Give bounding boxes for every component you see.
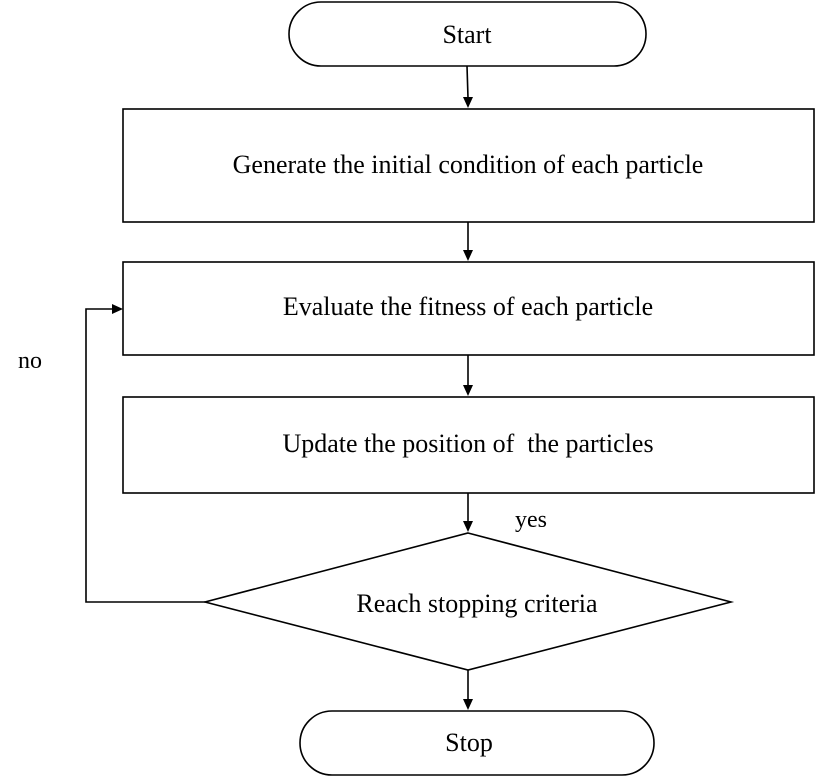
edge-update-to-decision: yes	[463, 493, 547, 533]
edge-start-to-generate-line	[466, 65, 469, 99]
edge-start-to-generate	[463, 65, 473, 108]
start-node: Start	[288, 1, 647, 67]
edge-generate-to-evaluate	[463, 222, 473, 261]
edge-evaluate-to-update	[463, 355, 473, 396]
edge-update-to-decision-arrowhead	[463, 521, 473, 532]
edge-decision-to-evaluate: no	[18, 304, 205, 603]
edge-yes-label: yes	[515, 507, 547, 533]
update-node: Update the position of the particles	[122, 396, 815, 494]
edge-no-label: no	[18, 348, 42, 374]
edge-decision-to-evaluate-arrowhead	[112, 304, 123, 314]
update-node-label: Update the position of the particles	[282, 429, 653, 458]
edge-generate-to-evaluate-arrowhead	[463, 250, 473, 261]
generate-node-shape	[122, 108, 815, 223]
edge-decision-to-stop	[463, 670, 473, 710]
edge-decision-to-stop-arrowhead	[463, 699, 473, 710]
evaluate-node-label: Evaluate the fitness of each particle	[283, 292, 653, 321]
stop-node-label: Stop	[445, 728, 493, 757]
stop-node-shape	[299, 710, 655, 776]
stop-node: Stop	[299, 710, 655, 776]
generate-node: Generate the initial condition of each p…	[122, 108, 815, 223]
evaluate-node: Evaluate the fitness of each particle	[122, 261, 815, 356]
decision-node: Reach stopping criteria	[201, 532, 735, 671]
edge-evaluate-to-update-arrowhead	[463, 385, 473, 396]
edge-start-to-generate-arrowhead	[463, 97, 473, 108]
decision-node-label: Reach stopping criteria	[356, 589, 598, 618]
start-node-label: Start	[442, 20, 492, 49]
update-node-shape	[122, 396, 815, 494]
generate-node-label: Generate the initial condition of each p…	[233, 150, 704, 179]
edge-decision-to-evaluate-line	[85, 308, 205, 603]
